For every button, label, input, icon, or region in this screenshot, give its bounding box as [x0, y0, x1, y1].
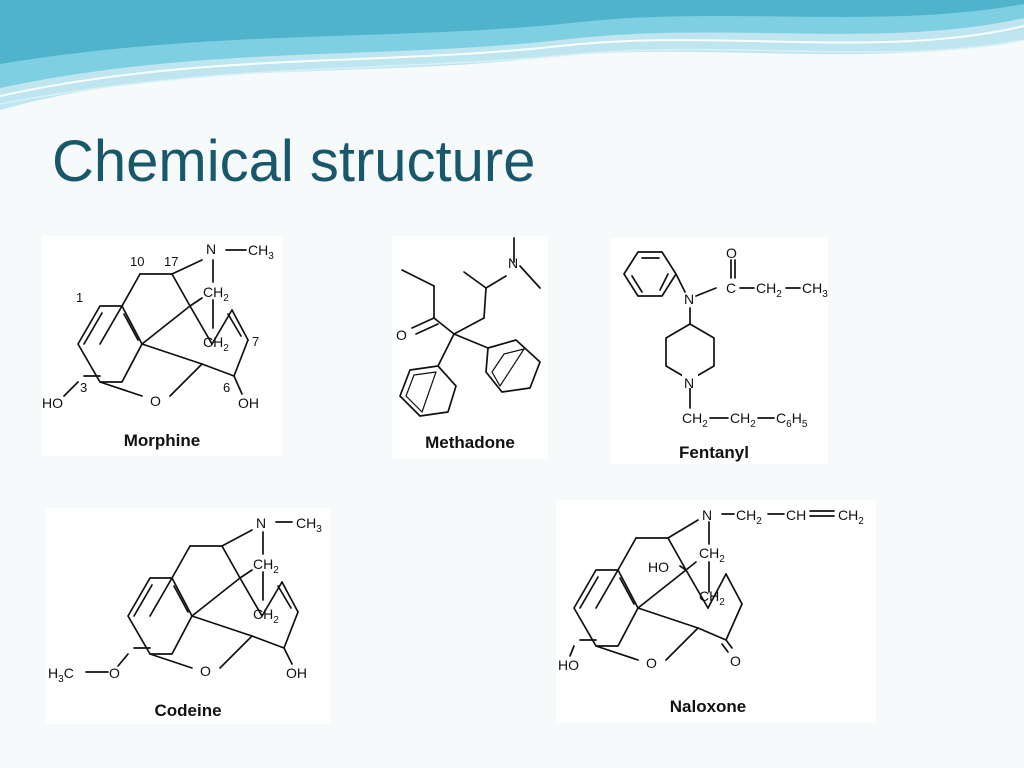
codeine-ch3-label: CH3: [296, 515, 322, 535]
fentanyl-c6h5-label: C6H5: [776, 410, 808, 430]
naloxone-ch2-label: CH2: [736, 507, 762, 527]
fentanyl-chain-ch2-b: CH2: [730, 410, 756, 430]
methadone-bonds: [399, 237, 541, 417]
naloxone-ho-label-top: HO: [648, 559, 669, 575]
fentanyl-chain-ch2-a: CH2: [682, 410, 708, 430]
methadone-structure-diagram: N O Methadone: [396, 237, 541, 452]
morphine-position-7: 7: [252, 334, 259, 349]
codeine-ch2-label: CH2: [253, 556, 279, 576]
naloxone-keto-o-label: O: [730, 653, 741, 669]
morphine-oh-label: OH: [238, 395, 259, 411]
naloxone-bonds: [569, 510, 835, 661]
codeine-oh-label: OH: [286, 665, 307, 681]
fentanyl-piperidine-n-label: N: [684, 375, 694, 391]
naloxone-ch2-label-2: CH2: [699, 545, 725, 565]
morphine-position-1: 1: [76, 290, 83, 305]
molecule-fentanyl: N N O C CH2 CH3 CH2 CH2 C6H5 Fentanyl: [610, 238, 828, 464]
naloxone-ch2-bridge-label: CH2: [699, 588, 725, 608]
naloxone-ch-label: CH: [786, 507, 806, 523]
fentanyl-bonds: [623, 251, 801, 419]
slide-title: Chemical structure: [52, 129, 536, 194]
morphine-position-6: 6: [223, 380, 230, 395]
morphine-ho-label: HO: [42, 395, 63, 411]
fentanyl-ch2-label: CH2: [756, 280, 782, 300]
molecule-codeine: N CH3 CH2 CH2 H3C O O OH Codeine: [46, 508, 330, 724]
morphine-position-10: 10: [130, 254, 144, 269]
fentanyl-structure-diagram: N N O C CH2 CH3 CH2 CH2 C6H5 Fentanyl: [623, 245, 828, 462]
header-wave-decoration: [0, 0, 1024, 110]
naloxone-structure-diagram: N CH2 CH CH2 CH2 CH2 HO HO O O Naloxone: [558, 507, 864, 716]
naloxone-o-label: O: [646, 655, 657, 671]
codeine-bonds: [85, 521, 299, 673]
codeine-h3c-label: H3C: [48, 665, 74, 685]
morphine-structure-diagram: N CH3 CH2 CH2 HO OH O 10 17 1 3 6 7 Morp…: [42, 241, 274, 450]
morphine-ch3-label: CH3: [248, 242, 274, 262]
naloxone-caption: Naloxone: [670, 697, 747, 716]
morphine-ch2-label: CH2: [203, 284, 229, 304]
codeine-structure-diagram: N CH3 CH2 CH2 H3C O O OH Codeine: [48, 515, 322, 720]
fentanyl-amide-n-label: N: [684, 291, 694, 307]
morphine-bonds: [63, 249, 249, 397]
molecule-morphine: N CH3 CH2 CH2 HO OH O 10 17 1 3 6 7 Morp…: [42, 236, 282, 456]
methadone-caption: Methadone: [425, 433, 515, 452]
morphine-position-17: 17: [164, 254, 178, 269]
naloxone-n-label: N: [702, 507, 712, 523]
morphine-ch2-bridge-label: CH2: [203, 334, 229, 354]
methadone-n-label: N: [508, 255, 518, 271]
molecule-naloxone: N CH2 CH CH2 CH2 CH2 HO HO O O Naloxone: [556, 500, 876, 722]
fentanyl-o-label: O: [726, 245, 737, 261]
molecule-methadone: N O Methadone: [392, 236, 548, 458]
codeine-caption: Codeine: [154, 701, 221, 720]
fentanyl-c-label: C: [726, 280, 736, 296]
fentanyl-ch3-label: CH3: [802, 280, 828, 300]
methadone-o-label: O: [396, 327, 407, 343]
codeine-n-label: N: [256, 515, 266, 531]
codeine-ether-o-label: O: [109, 665, 120, 681]
codeine-ch2-bridge-label: CH2: [253, 606, 279, 626]
naloxone-ch2-terminal-label: CH2: [838, 507, 864, 527]
naloxone-ho-label: HO: [558, 657, 579, 673]
morphine-position-3: 3: [80, 380, 87, 395]
fentanyl-caption: Fentanyl: [679, 443, 749, 462]
morphine-caption: Morphine: [124, 431, 201, 450]
morphine-n-label: N: [206, 241, 216, 257]
morphine-o-label: O: [150, 393, 161, 409]
codeine-o-label: O: [200, 663, 211, 679]
